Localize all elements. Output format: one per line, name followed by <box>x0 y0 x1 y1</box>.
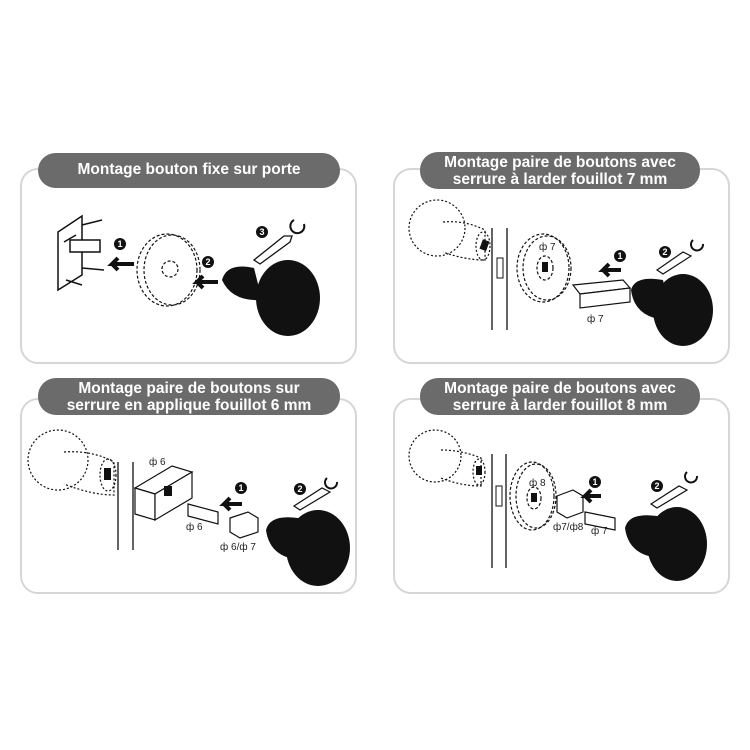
adapter-icon <box>556 489 584 519</box>
allen-key-icon <box>655 251 693 275</box>
step-badge <box>256 226 268 238</box>
panel-title: Montage paire de boutons avec serrure à … <box>420 152 700 189</box>
step-badge <box>235 482 247 494</box>
step-badge <box>202 256 214 268</box>
arrow-icon <box>192 274 218 290</box>
step-number: 2 <box>297 484 302 494</box>
step-badge <box>161 260 179 278</box>
panel-title: Montage bouton fixe sur porte <box>38 153 340 188</box>
mortise-7mm-diagram: ф 7 ф 7 1 2 <box>408 199 713 346</box>
dimension-label: ф7/ф8 <box>553 521 584 533</box>
step-number: 1 <box>592 477 597 487</box>
door-part <box>496 257 504 279</box>
arrow-icon <box>580 488 601 504</box>
rotate-icon <box>289 219 306 235</box>
dimension-label: ф 8 <box>529 477 546 489</box>
title-line: serrure à larder fouillot 7 mm <box>452 171 668 188</box>
backplate-icon <box>57 214 105 292</box>
step-number: 2 <box>662 247 667 257</box>
rosette-icon <box>516 233 572 303</box>
rosette-icon <box>509 461 557 531</box>
panel-mortise-8mm: ф 8 ф7/ф8 ф 7 1 2 <box>393 398 730 594</box>
step-badge <box>651 480 663 492</box>
rotate-icon <box>690 239 704 252</box>
spindle-icon <box>187 503 219 525</box>
step-number: 2 <box>654 481 659 491</box>
panel-fixed-knob: 1 2 3 <box>20 168 357 364</box>
step-badge <box>408 199 466 257</box>
dimension-label: ф 6 <box>186 521 203 533</box>
ghost-knob-icon <box>408 199 491 261</box>
step-badge <box>27 429 89 491</box>
step-badge <box>659 246 671 258</box>
door-part <box>531 493 537 502</box>
door-part <box>476 466 482 475</box>
rotate-icon <box>684 471 698 484</box>
panel-title: Montage paire de boutons avec serrure à … <box>420 378 700 415</box>
surface-6mm-diagram: ф 6 ф 6 ф 6/ф 7 1 2 <box>27 429 350 586</box>
title-line: serrure en applique fouillot 6 mm <box>66 397 312 414</box>
step-number: 2 <box>205 257 210 267</box>
allen-key-icon <box>252 235 293 265</box>
step-number: 1 <box>117 239 122 249</box>
allen-key-icon <box>649 485 689 509</box>
knob-icon <box>266 510 350 586</box>
spindle-icon <box>584 511 616 531</box>
ghost-knob-icon <box>408 429 486 487</box>
surface-lock-icon <box>133 465 194 522</box>
door-part <box>479 239 490 252</box>
dimension-label: ф 6 <box>149 456 166 468</box>
spindle-icon <box>571 279 632 309</box>
panel-title: Montage paire de boutons sur serrure en … <box>38 378 340 415</box>
dimension-label: ф 7 <box>591 525 608 537</box>
knob-icon <box>625 507 707 581</box>
step-number: 3 <box>259 227 264 237</box>
fixed-knob-diagram: 1 2 3 <box>57 214 320 336</box>
arrow-icon <box>107 256 134 272</box>
step-badge <box>114 238 126 250</box>
step-badge <box>614 250 626 262</box>
panel-mortise-7mm: ф 7 ф 7 1 2 <box>393 168 730 364</box>
mortise-8mm-diagram: ф 8 ф7/ф8 ф 7 1 2 <box>408 429 707 581</box>
dimension-label: ф 6/ф 7 <box>220 541 256 553</box>
adapter-icon <box>229 511 259 539</box>
title-line: Montage bouton fixe sur porte <box>77 161 301 178</box>
step-number: 1 <box>617 251 622 261</box>
door-part <box>542 262 548 272</box>
arrow-icon <box>219 496 242 512</box>
allen-key-icon <box>292 487 332 511</box>
ghost-knob-icon <box>27 429 117 496</box>
step-badge <box>408 429 462 483</box>
door-part <box>495 485 503 507</box>
knob-icon <box>222 260 320 336</box>
title-line: Montage paire de boutons sur <box>78 380 300 397</box>
title-line: Montage paire de boutons avec <box>444 154 676 171</box>
door-part <box>104 468 111 480</box>
knob-icon <box>631 274 713 346</box>
step-badge <box>294 483 306 495</box>
title-line: Montage paire de boutons avec <box>444 380 676 397</box>
rotate-icon <box>324 477 338 490</box>
step-badge <box>589 476 601 488</box>
dimension-label: ф 7 <box>587 313 604 325</box>
panel-surface-6mm: ф 6 ф 6 ф 6/ф 7 1 2 <box>20 398 357 594</box>
arrow-icon <box>598 262 621 278</box>
step-number: 1 <box>238 483 243 493</box>
rosette-icon <box>136 233 201 307</box>
dimension-label: ф 7 <box>539 241 556 253</box>
title-line: serrure à larder fouillot 8 mm <box>452 397 668 414</box>
